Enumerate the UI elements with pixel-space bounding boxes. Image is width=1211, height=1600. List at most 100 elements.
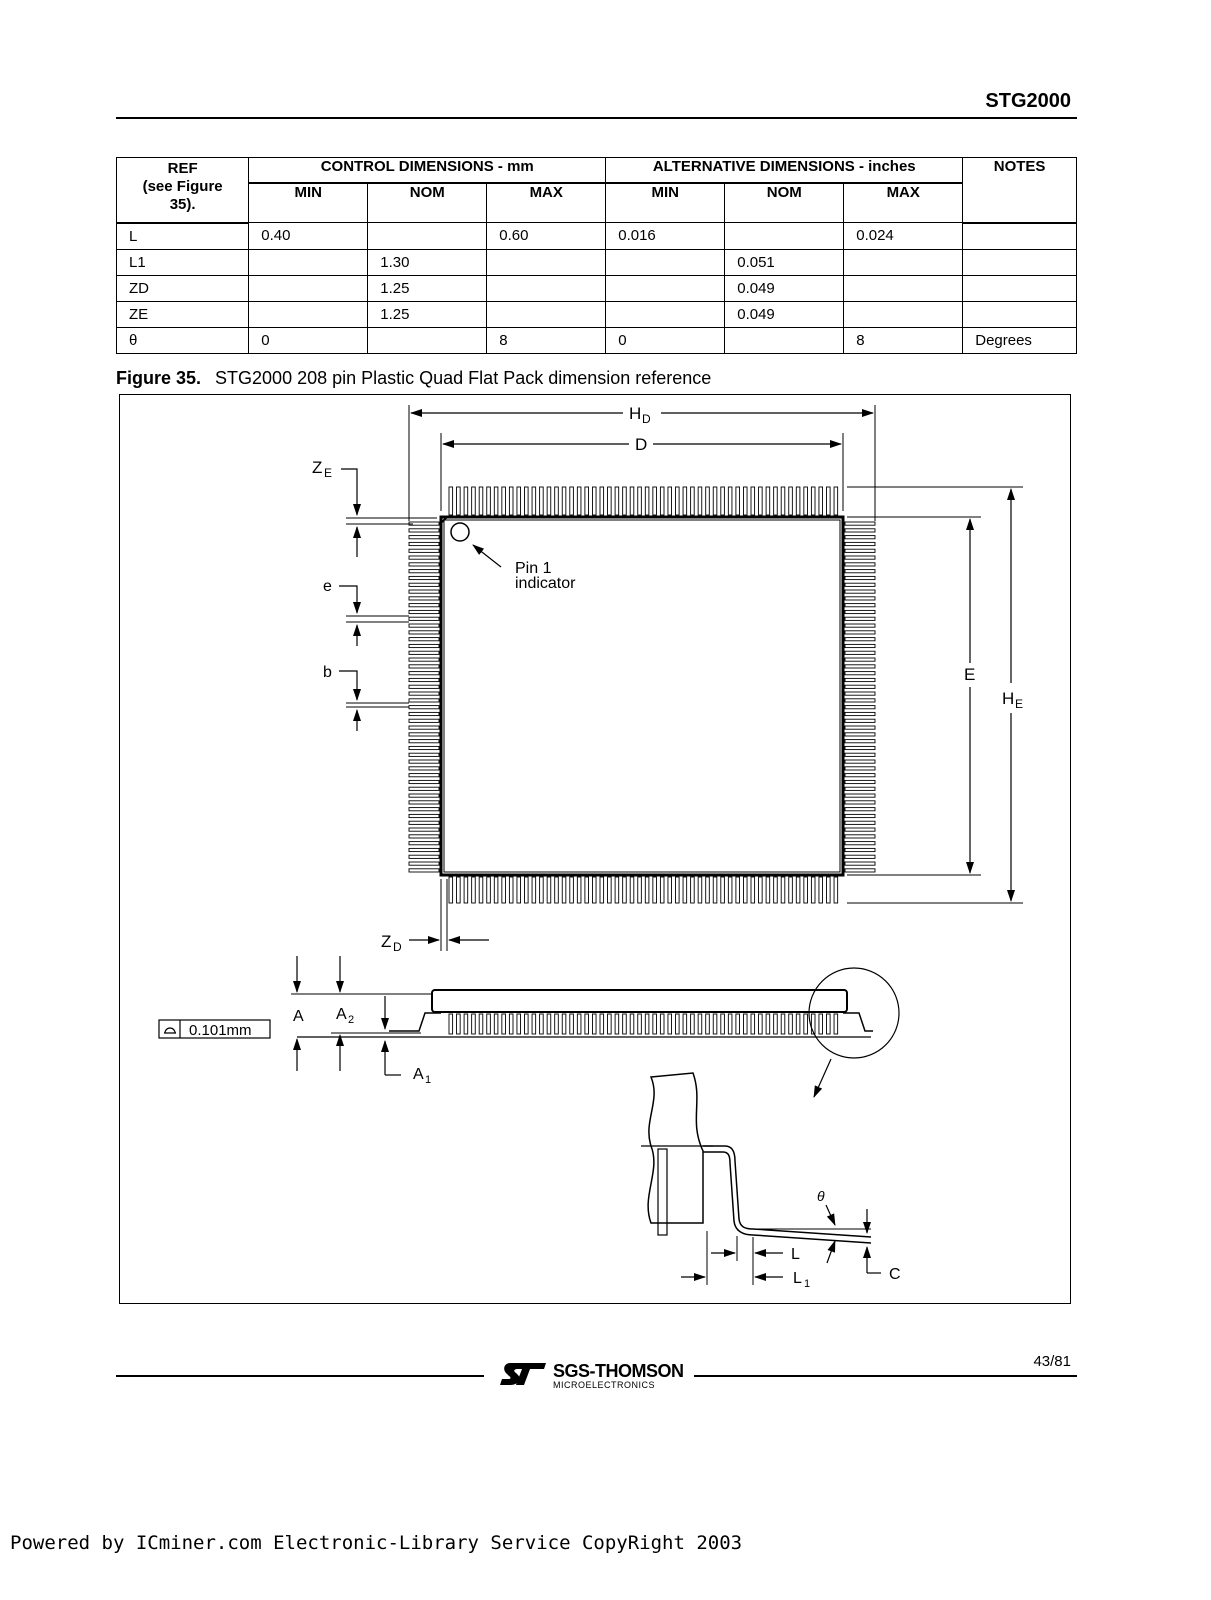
- figure-caption-text: STG2000 208 pin Plastic Quad Flat Pack d…: [215, 368, 712, 388]
- pin-lead: [486, 1013, 491, 1035]
- cell-notes: [962, 248, 1077, 276]
- pin-lead: [844, 807, 876, 812]
- pin-lead: [682, 1013, 688, 1035]
- pin1-callout: Pin 1 indicator: [472, 544, 576, 592]
- pin-lead: [712, 1013, 718, 1035]
- logo-subtitle: MICROELECTRONICS: [553, 1380, 656, 1390]
- he-label: H: [1002, 689, 1014, 708]
- pin-lead: [803, 486, 808, 516]
- cell-ref: L: [115, 222, 250, 250]
- pin-lead: [576, 486, 582, 516]
- cell-in-min: [605, 248, 726, 276]
- pin-lead: [408, 643, 440, 649]
- pin-lead: [682, 486, 688, 516]
- dimension-b: b: [323, 664, 409, 731]
- b-label: b: [323, 664, 332, 681]
- pin-lead: [463, 1013, 469, 1035]
- cell-in-max: [843, 248, 964, 276]
- document-title: STG2000: [985, 90, 1071, 112]
- pin-lead: [408, 535, 440, 540]
- pin-lead: [844, 569, 876, 574]
- pin-lead: [408, 650, 440, 655]
- a-label: A: [293, 1008, 304, 1025]
- pin-lead: [629, 486, 635, 516]
- pin-lead: [408, 548, 440, 553]
- pin-lead: [690, 1013, 695, 1035]
- pin-lead: [826, 486, 831, 516]
- st-logo-icon: [500, 1363, 546, 1385]
- pin-lead: [554, 876, 559, 904]
- pin-lead: [773, 486, 778, 516]
- pin-lead: [471, 1013, 476, 1035]
- pin-lead: [844, 521, 876, 526]
- c-label: C: [889, 1266, 901, 1283]
- ref-header: REF (see Figure 35).: [115, 157, 250, 224]
- pin-lead: [569, 486, 574, 516]
- pin-lead: [592, 876, 597, 904]
- pin-lead: [844, 745, 876, 751]
- pin-lead: [539, 1013, 544, 1035]
- notes-header: NOTES: [962, 157, 1077, 224]
- cell-mm-max: [486, 248, 607, 276]
- pin-lead: [712, 876, 718, 904]
- pin-lead: [463, 876, 469, 904]
- theta-label: θ: [817, 1188, 825, 1204]
- pin-lead: [408, 718, 440, 723]
- pin-lead: [705, 486, 710, 516]
- cell-in-max: [843, 300, 964, 328]
- package-top-view: [408, 486, 876, 904]
- pin-lead: [844, 732, 876, 737]
- pin-lead: [539, 876, 544, 904]
- footer-rule-right: [694, 1375, 1077, 1377]
- pin-lead: [844, 528, 876, 533]
- cell-mm-min: [248, 274, 369, 302]
- pin-lead: [408, 562, 440, 567]
- pin-lead: [705, 876, 710, 904]
- dimension-d: D: [440, 433, 844, 511]
- pin-lead: [788, 486, 793, 516]
- pin-lead: [844, 657, 876, 662]
- pin-lead: [637, 486, 642, 516]
- pin-lead: [408, 773, 440, 778]
- hd-label: H: [629, 404, 641, 423]
- cell-mm-nom: 1.25: [367, 274, 488, 302]
- footer-rule-left: [116, 1375, 484, 1377]
- pin-lead: [501, 1013, 506, 1035]
- tolerance-label: 0.101mm: [189, 1022, 252, 1039]
- pin-lead: [667, 876, 673, 904]
- cell-in-nom: 0.049: [724, 274, 845, 302]
- company-logo: SGS-THOMSON MICROELECTRONICS: [500, 1361, 690, 1391]
- footer-notice: Powered by ICminer.com Electronic-Librar…: [10, 1532, 743, 1554]
- pin-lead: [486, 486, 491, 516]
- pin-lead: [810, 1013, 816, 1035]
- cell-mm-min: 0.40: [248, 222, 369, 250]
- cell-in-min: 0: [605, 326, 726, 354]
- pin-lead: [408, 623, 440, 628]
- pin-lead: [584, 876, 589, 904]
- pin-lead: [408, 725, 440, 730]
- pin-lead: [408, 841, 440, 846]
- pin-lead: [810, 486, 816, 516]
- pin-lead: [592, 486, 597, 516]
- pin-lead: [516, 876, 522, 904]
- cell-in-max: [843, 274, 964, 302]
- pin-lead: [844, 827, 876, 832]
- pins-bottom: [448, 876, 839, 904]
- pin-lead: [818, 1013, 824, 1035]
- pin-lead: [478, 486, 484, 516]
- pin-lead: [720, 1013, 725, 1035]
- cell-ref: L1: [115, 248, 250, 276]
- lead-detail: θ C L L 1: [641, 1072, 901, 1290]
- pin-lead: [727, 876, 733, 904]
- pin-lead: [408, 800, 440, 805]
- pin-lead: [546, 486, 552, 516]
- pin-lead: [408, 807, 440, 812]
- svg-text:D: D: [642, 412, 651, 426]
- pin-lead: [408, 779, 440, 785]
- pin-lead: [561, 486, 567, 516]
- pin-lead: [471, 876, 476, 904]
- pin-lead: [614, 486, 620, 516]
- pin-lead: [448, 876, 454, 904]
- pin-lead: [524, 1013, 529, 1035]
